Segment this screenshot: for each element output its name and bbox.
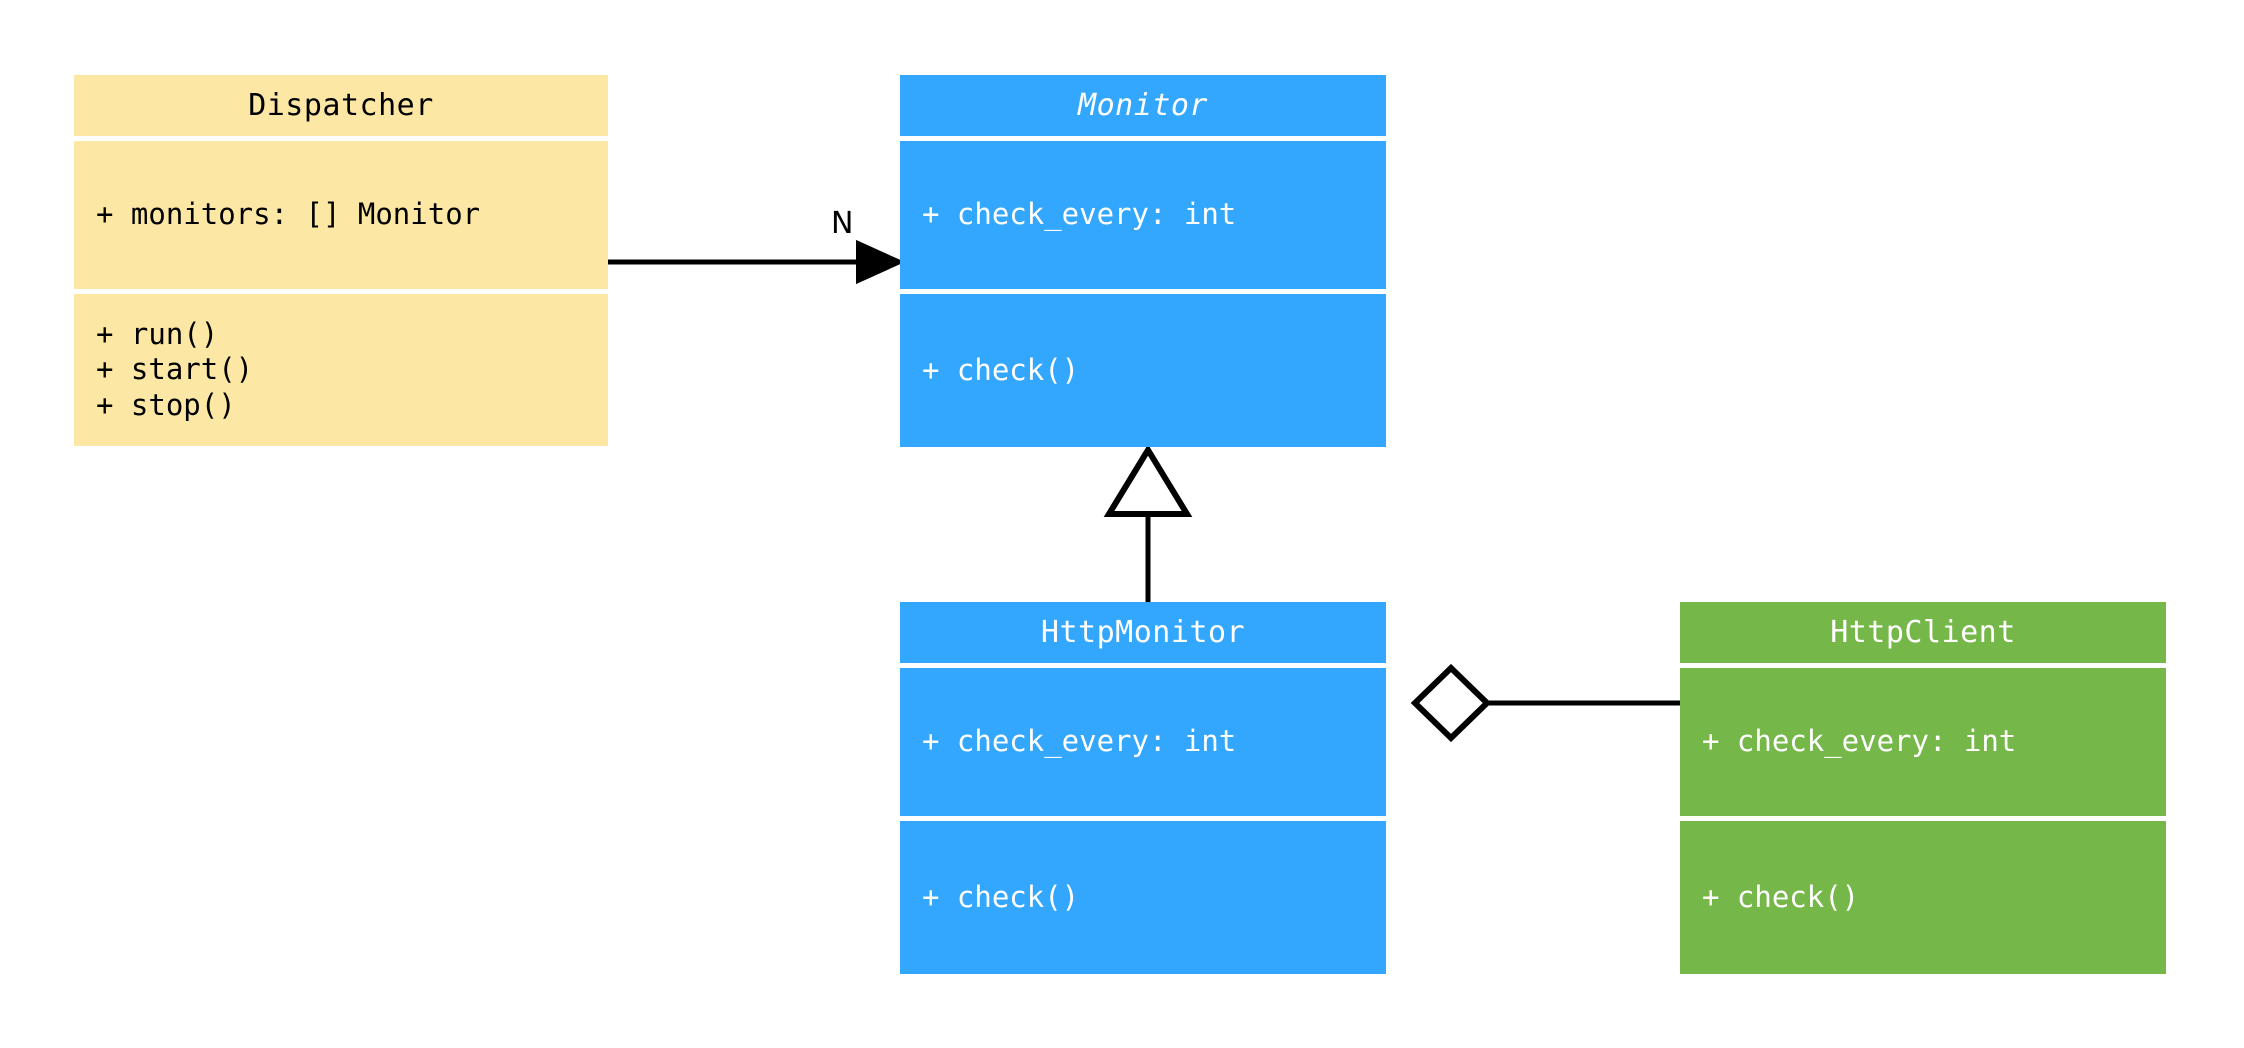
class-name-monitor: Monitor	[1078, 88, 1208, 123]
class-attributes-monitor: + check_every: int	[900, 141, 1386, 289]
class-name-httpclient: HttpClient	[1830, 615, 2016, 650]
association-arrowhead-filled	[856, 239, 905, 285]
method-row: + check()	[922, 879, 1080, 914]
class-header-httpclient: HttpClient	[1680, 602, 2166, 663]
attribute-row: + check_every: int	[922, 724, 1237, 759]
class-methods-dispatcher: + run() + start() + stop()	[74, 294, 608, 446]
method-row: + run()	[96, 316, 219, 351]
class-box-httpclient[interactable]: HttpClient + check_every: int + check()	[1680, 602, 2166, 974]
attribute-row: + check_every: int	[1702, 724, 2017, 759]
class-header-dispatcher: Dispatcher	[74, 75, 608, 136]
class-attributes-dispatcher: + monitors: [] Monitor	[74, 141, 608, 289]
aggregation-hollow-diamond	[1410, 663, 1492, 743]
class-methods-httpmonitor: + check()	[900, 821, 1386, 974]
class-header-httpmonitor: HttpMonitor	[900, 602, 1386, 663]
method-row: + check()	[922, 352, 1080, 387]
class-box-dispatcher[interactable]: Dispatcher + monitors: [] Monitor + run(…	[74, 75, 608, 446]
method-row: + check()	[1702, 879, 1860, 914]
attribute-row: + monitors: [] Monitor	[96, 197, 481, 232]
class-name-dispatcher: Dispatcher	[248, 88, 434, 123]
method-row: + start()	[96, 352, 254, 387]
class-attributes-httpmonitor: + check_every: int	[900, 668, 1386, 816]
class-name-httpmonitor: HttpMonitor	[1040, 615, 1246, 650]
class-methods-httpclient: + check()	[1680, 821, 2166, 974]
class-header-monitor: Monitor	[900, 75, 1386, 136]
generalization-arrowhead-hollow-triangle	[1103, 444, 1193, 517]
class-box-monitor[interactable]: Monitor + check_every: int + check()	[900, 75, 1386, 447]
association-multiplicity-label: N	[831, 206, 854, 241]
attribute-row: + check_every: int	[922, 197, 1237, 232]
class-attributes-httpclient: + check_every: int	[1680, 668, 2166, 816]
class-box-httpmonitor[interactable]: HttpMonitor + check_every: int + check()	[900, 602, 1386, 974]
class-methods-monitor: + check()	[900, 294, 1386, 447]
method-row: + stop()	[96, 387, 236, 422]
